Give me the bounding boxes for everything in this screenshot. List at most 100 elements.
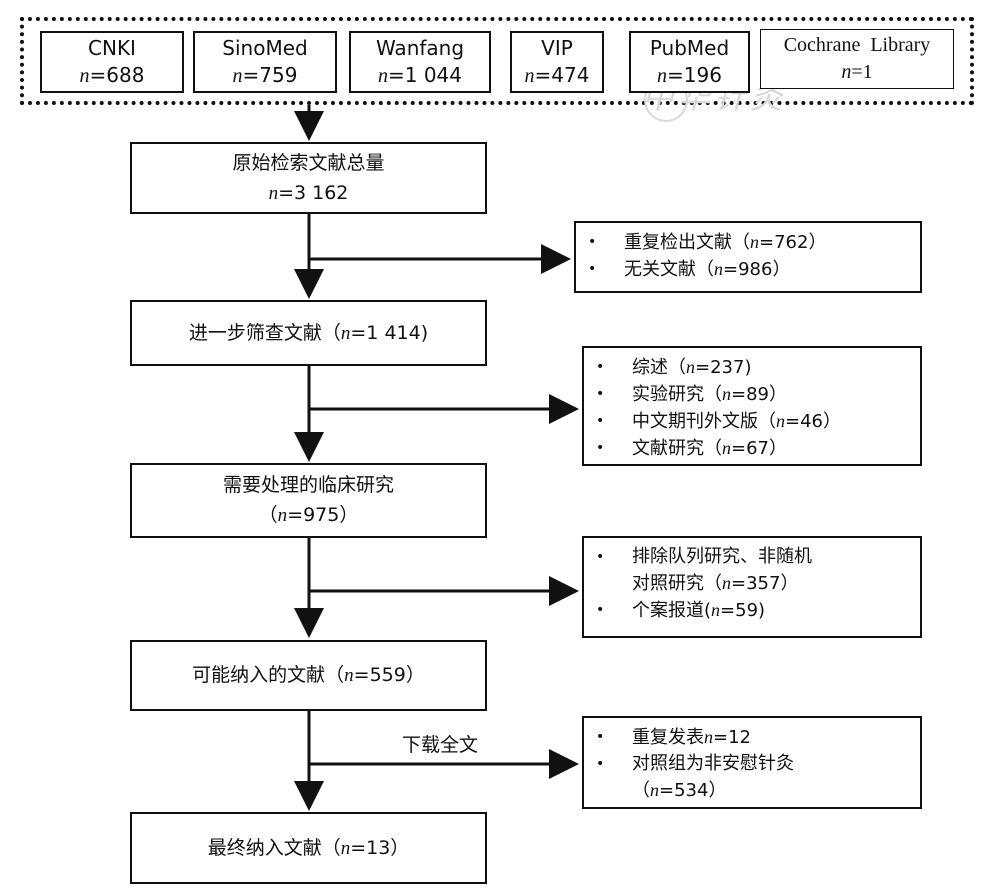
list-item: 对照组为非安慰针灸 （n=534）: [596, 751, 914, 804]
n-symbol: n: [722, 384, 731, 404]
exclusion-list: 重复发表n=12 对照组为非安慰针灸 （n=534）: [596, 724, 914, 804]
count-value: =1: [851, 61, 873, 83]
count-value: =534）: [659, 780, 727, 801]
label-text: 可能纳入的文献（: [192, 664, 345, 686]
count-value: =474: [534, 62, 590, 87]
n-symbol: n: [524, 64, 535, 87]
exclusion-box-3: 排除队列研究、非随机 对照研究（n=357） 个案报道(n=59): [582, 536, 922, 638]
n-symbol: n: [377, 64, 388, 87]
item-text: 文献研究（: [632, 438, 722, 459]
item-text: 排除队列研究、非随机: [632, 546, 812, 567]
n-symbol: n: [657, 64, 668, 87]
label-text: （: [258, 504, 278, 526]
count-value: =986）: [723, 259, 791, 280]
source-cnki: CNKI n=688: [40, 31, 184, 93]
source-count: n=474: [525, 62, 590, 90]
count-value: =762）: [759, 232, 827, 253]
n-symbol: n: [232, 64, 243, 87]
source-name: VIP: [541, 35, 573, 60]
n-symbol: n: [750, 232, 759, 252]
count-value: =357）: [731, 573, 799, 594]
exclusion-list: 排除队列研究、非随机 对照研究（n=357） 个案报道(n=59): [596, 544, 914, 624]
step-count: n=3 162: [269, 178, 349, 209]
list-item: 文献研究（n=67）: [596, 435, 914, 462]
source-name: CNKI: [88, 35, 136, 60]
label-text: 最终纳入文献（: [207, 836, 341, 859]
source-wanfang: Wanfang n=1 044: [349, 31, 491, 93]
n-symbol: n: [344, 665, 354, 686]
list-item: 排除队列研究、非随机 对照研究（n=357）: [596, 544, 914, 597]
sources-group: [20, 17, 974, 105]
n-symbol: n: [711, 600, 721, 620]
label-text: 进一步筛查文献（: [188, 321, 341, 344]
count-value: =975）: [287, 504, 359, 526]
n-symbol: n: [722, 573, 731, 593]
source-count: n=1 044: [378, 62, 462, 90]
list-item: 个案报道(n=59): [596, 597, 914, 624]
step-label: 需要处理的临床研究: [222, 474, 394, 496]
list-item: 无关文献（n=986）: [588, 256, 914, 283]
item-text: 重复发表: [632, 727, 704, 748]
step-final-inclusion: 最终纳入文献（n=13）: [130, 812, 487, 884]
list-item: 重复检出文献（n=762）: [588, 229, 914, 256]
n-symbol: n: [841, 61, 852, 83]
count-value: =89）: [731, 384, 787, 405]
count-value: =13）: [350, 836, 410, 859]
n-symbol: n: [704, 727, 713, 747]
item-text: 中文期刊外文版（: [632, 411, 776, 432]
count-value: =237): [695, 357, 752, 378]
source-name: Cochrane Library: [783, 34, 931, 56]
source-count: n=1: [841, 59, 872, 86]
source-name: Wanfang: [375, 35, 465, 60]
item-text: 实验研究（: [632, 384, 722, 405]
exclusion-box-4: 重复发表n=12 对照组为非安慰针灸 （n=534）: [582, 716, 922, 809]
source-name: SinoMed: [222, 35, 308, 60]
count-value: =59): [720, 600, 766, 621]
step-label: 最终纳入文献（n=13）: [208, 833, 410, 864]
n-symbol: n: [650, 780, 659, 800]
download-fulltext-label: 下载全文: [402, 734, 479, 756]
step-further-screening: 进一步筛查文献（n=1 414): [130, 300, 487, 366]
step-label: 进一步筛查文献（n=1 414): [189, 318, 428, 349]
count-value: =196: [667, 62, 722, 87]
step-total-records: 原始检索文献总量 n=3 162: [130, 142, 487, 214]
n-symbol: n: [714, 259, 723, 279]
item-text: 个案报道(: [632, 600, 712, 621]
item-text: （: [632, 780, 650, 801]
list-item: 重复发表n=12: [596, 724, 914, 751]
item-text: 重复检出文献（: [624, 232, 750, 253]
step-clinical-studies: 需要处理的临床研究 （n=975）: [130, 463, 487, 538]
count-value: =67）: [731, 438, 787, 459]
count-value: =559）: [353, 664, 425, 686]
n-symbol: n: [277, 505, 288, 526]
n-symbol: n: [686, 357, 695, 377]
n-symbol: n: [268, 182, 279, 204]
n-symbol: n: [722, 438, 731, 458]
list-item: 中文期刊外文版（n=46）: [596, 408, 914, 435]
source-name: PubMed: [649, 35, 730, 60]
step-possible-inclusion: 可能纳入的文献（n=559）: [130, 640, 487, 711]
list-item: 综述（n=237): [596, 354, 914, 381]
count-value: =688: [89, 62, 145, 87]
source-count: n=688: [80, 62, 145, 90]
n-symbol: n: [340, 322, 351, 344]
exclusion-list: 综述（n=237) 实验研究（n=89） 中文期刊外文版（n=46） 文献研究（…: [596, 354, 914, 462]
step-label: 可能纳入的文献（n=559）: [192, 660, 425, 691]
source-cochrane: Cochrane Library n=1: [760, 29, 954, 89]
step-label: 原始检索文献总量: [232, 151, 385, 174]
source-count: n=759: [233, 62, 298, 90]
count-value: =12: [713, 727, 751, 748]
n-symbol: n: [79, 64, 90, 87]
count-value: =46）: [785, 411, 841, 432]
source-pubmed: PubMed n=196: [629, 31, 750, 93]
source-count: n=196: [657, 62, 722, 90]
source-sinomed: SinoMed n=759: [193, 31, 337, 93]
count-value: =1 044: [387, 62, 462, 87]
count-value: =759: [242, 62, 298, 87]
list-item: 实验研究（n=89）: [596, 381, 914, 408]
exclusion-list: 重复检出文献（n=762） 无关文献（n=986）: [588, 229, 914, 283]
source-vip: VIP n=474: [510, 31, 604, 93]
count-value: =1 414): [350, 321, 429, 344]
count-value: =3 162: [278, 181, 349, 204]
